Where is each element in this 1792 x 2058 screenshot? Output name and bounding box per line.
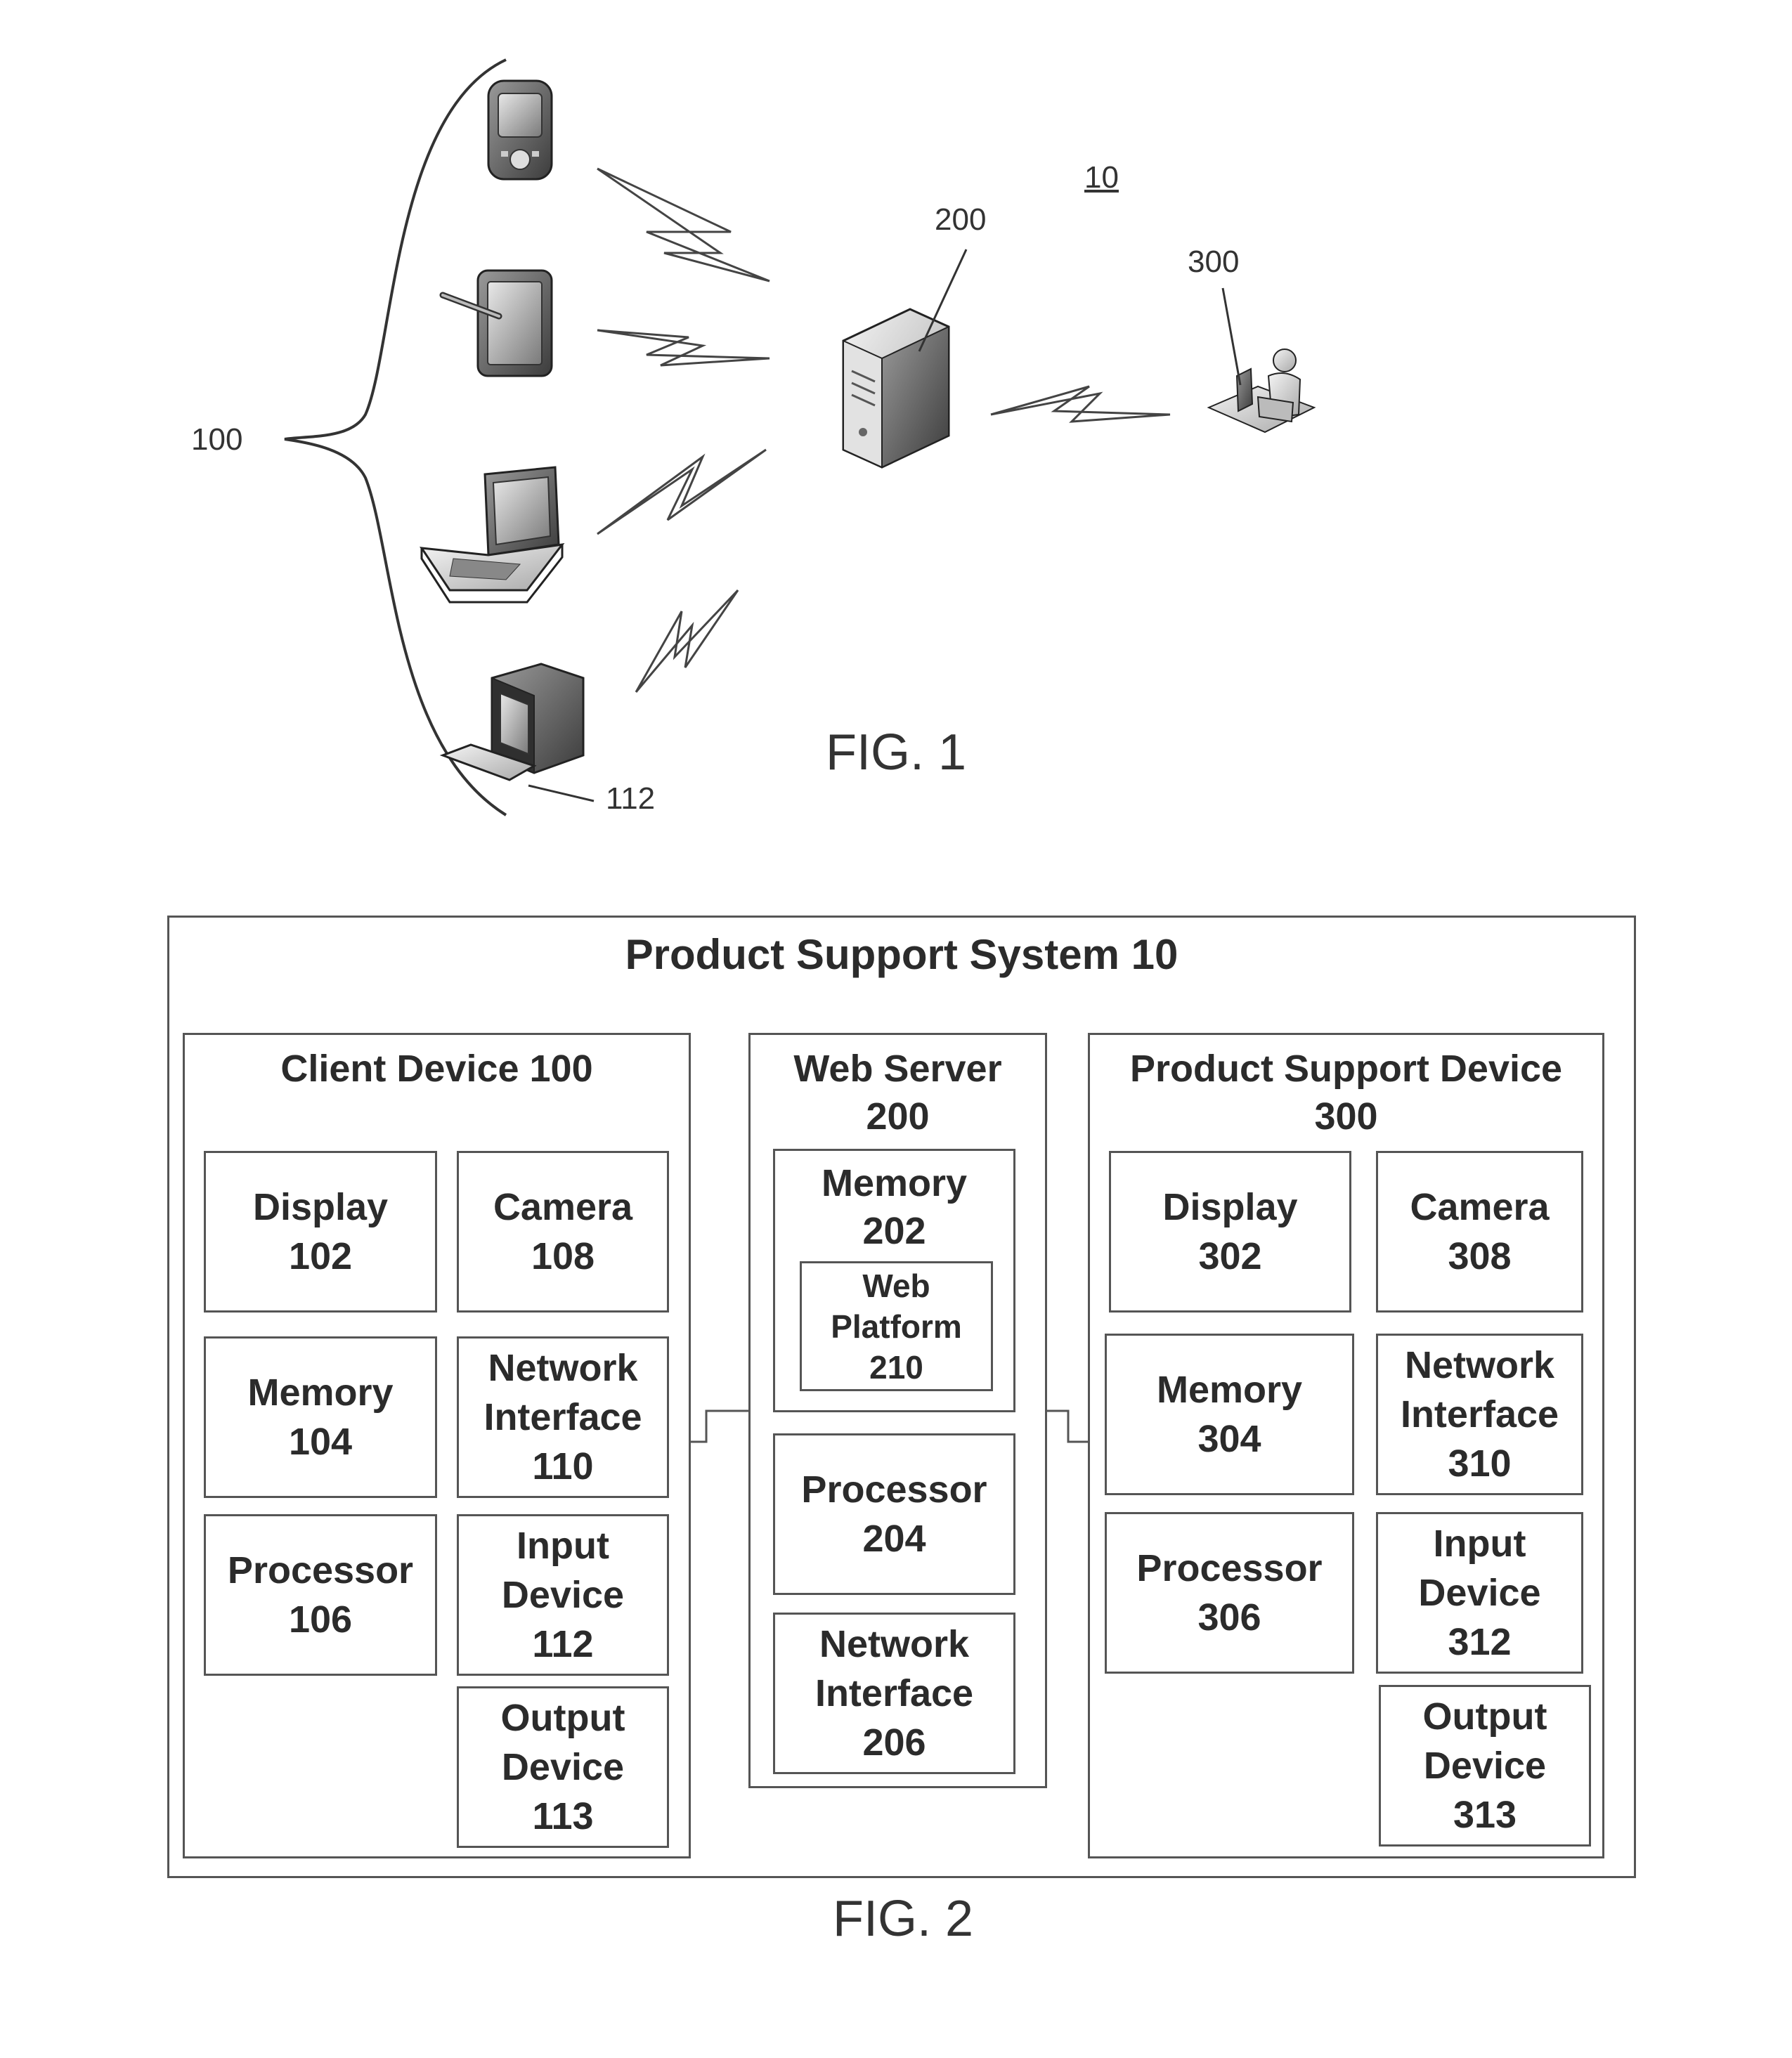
web-platform: Web Platform 210 [800,1261,993,1391]
client-network-interface: Network Interface 110 [457,1336,669,1498]
server-tower-icon [843,309,949,467]
client-processor: Processor 106 [204,1514,437,1676]
client-server-connector [691,1405,748,1447]
support-input-device: Input Device 312 [1376,1512,1583,1674]
client-display: Display 102 [204,1151,437,1313]
support-agent-workstation-icon [1209,349,1314,432]
product-support-device-title: Product Support Device 300 [1090,1045,1602,1140]
server-processor: Processor 204 [773,1433,1015,1595]
server-memory-label: Memory 202 [775,1159,1013,1255]
smartphone-icon [488,81,552,179]
support-reference: 300 [1188,245,1239,280]
client-output-device: Output Device 113 [457,1686,669,1848]
support-processor: Processor 306 [1105,1512,1354,1674]
ref-leader-112 [528,786,594,801]
server-reference: 200 [935,202,986,237]
system-reference: 10 [1084,160,1119,195]
figure-1-caption: FIG. 1 [826,724,966,781]
clients-reference: 100 [191,422,242,457]
support-output-device: Output Device 313 [1379,1685,1591,1847]
laptop-icon [422,467,562,602]
figure-2-caption: FIG. 2 [833,1890,973,1948]
client-memory: Memory 104 [204,1336,437,1498]
support-network-interface: Network Interface 310 [1376,1334,1583,1495]
ref-leader-300 [1223,288,1240,385]
support-memory: Memory 304 [1105,1334,1354,1495]
network-diagram [0,0,1792,843]
server-support-connector [1047,1405,1088,1447]
support-display: Display 302 [1109,1151,1351,1313]
client-device-title: Client Device 100 [185,1045,689,1093]
desktop-computer-icon [443,664,583,780]
client-camera: Camera 108 [457,1151,669,1313]
client-input-device: Input Device 112 [457,1514,669,1676]
server-network-interface: Network Interface 206 [773,1613,1015,1774]
system-title: Product Support System 10 [169,930,1634,979]
client-group-brace [285,60,506,815]
desktop-reference: 112 [606,781,655,816]
web-server-title: Web Server 200 [751,1045,1045,1140]
support-camera: Camera 308 [1376,1151,1583,1313]
tablet-icon [443,271,552,376]
